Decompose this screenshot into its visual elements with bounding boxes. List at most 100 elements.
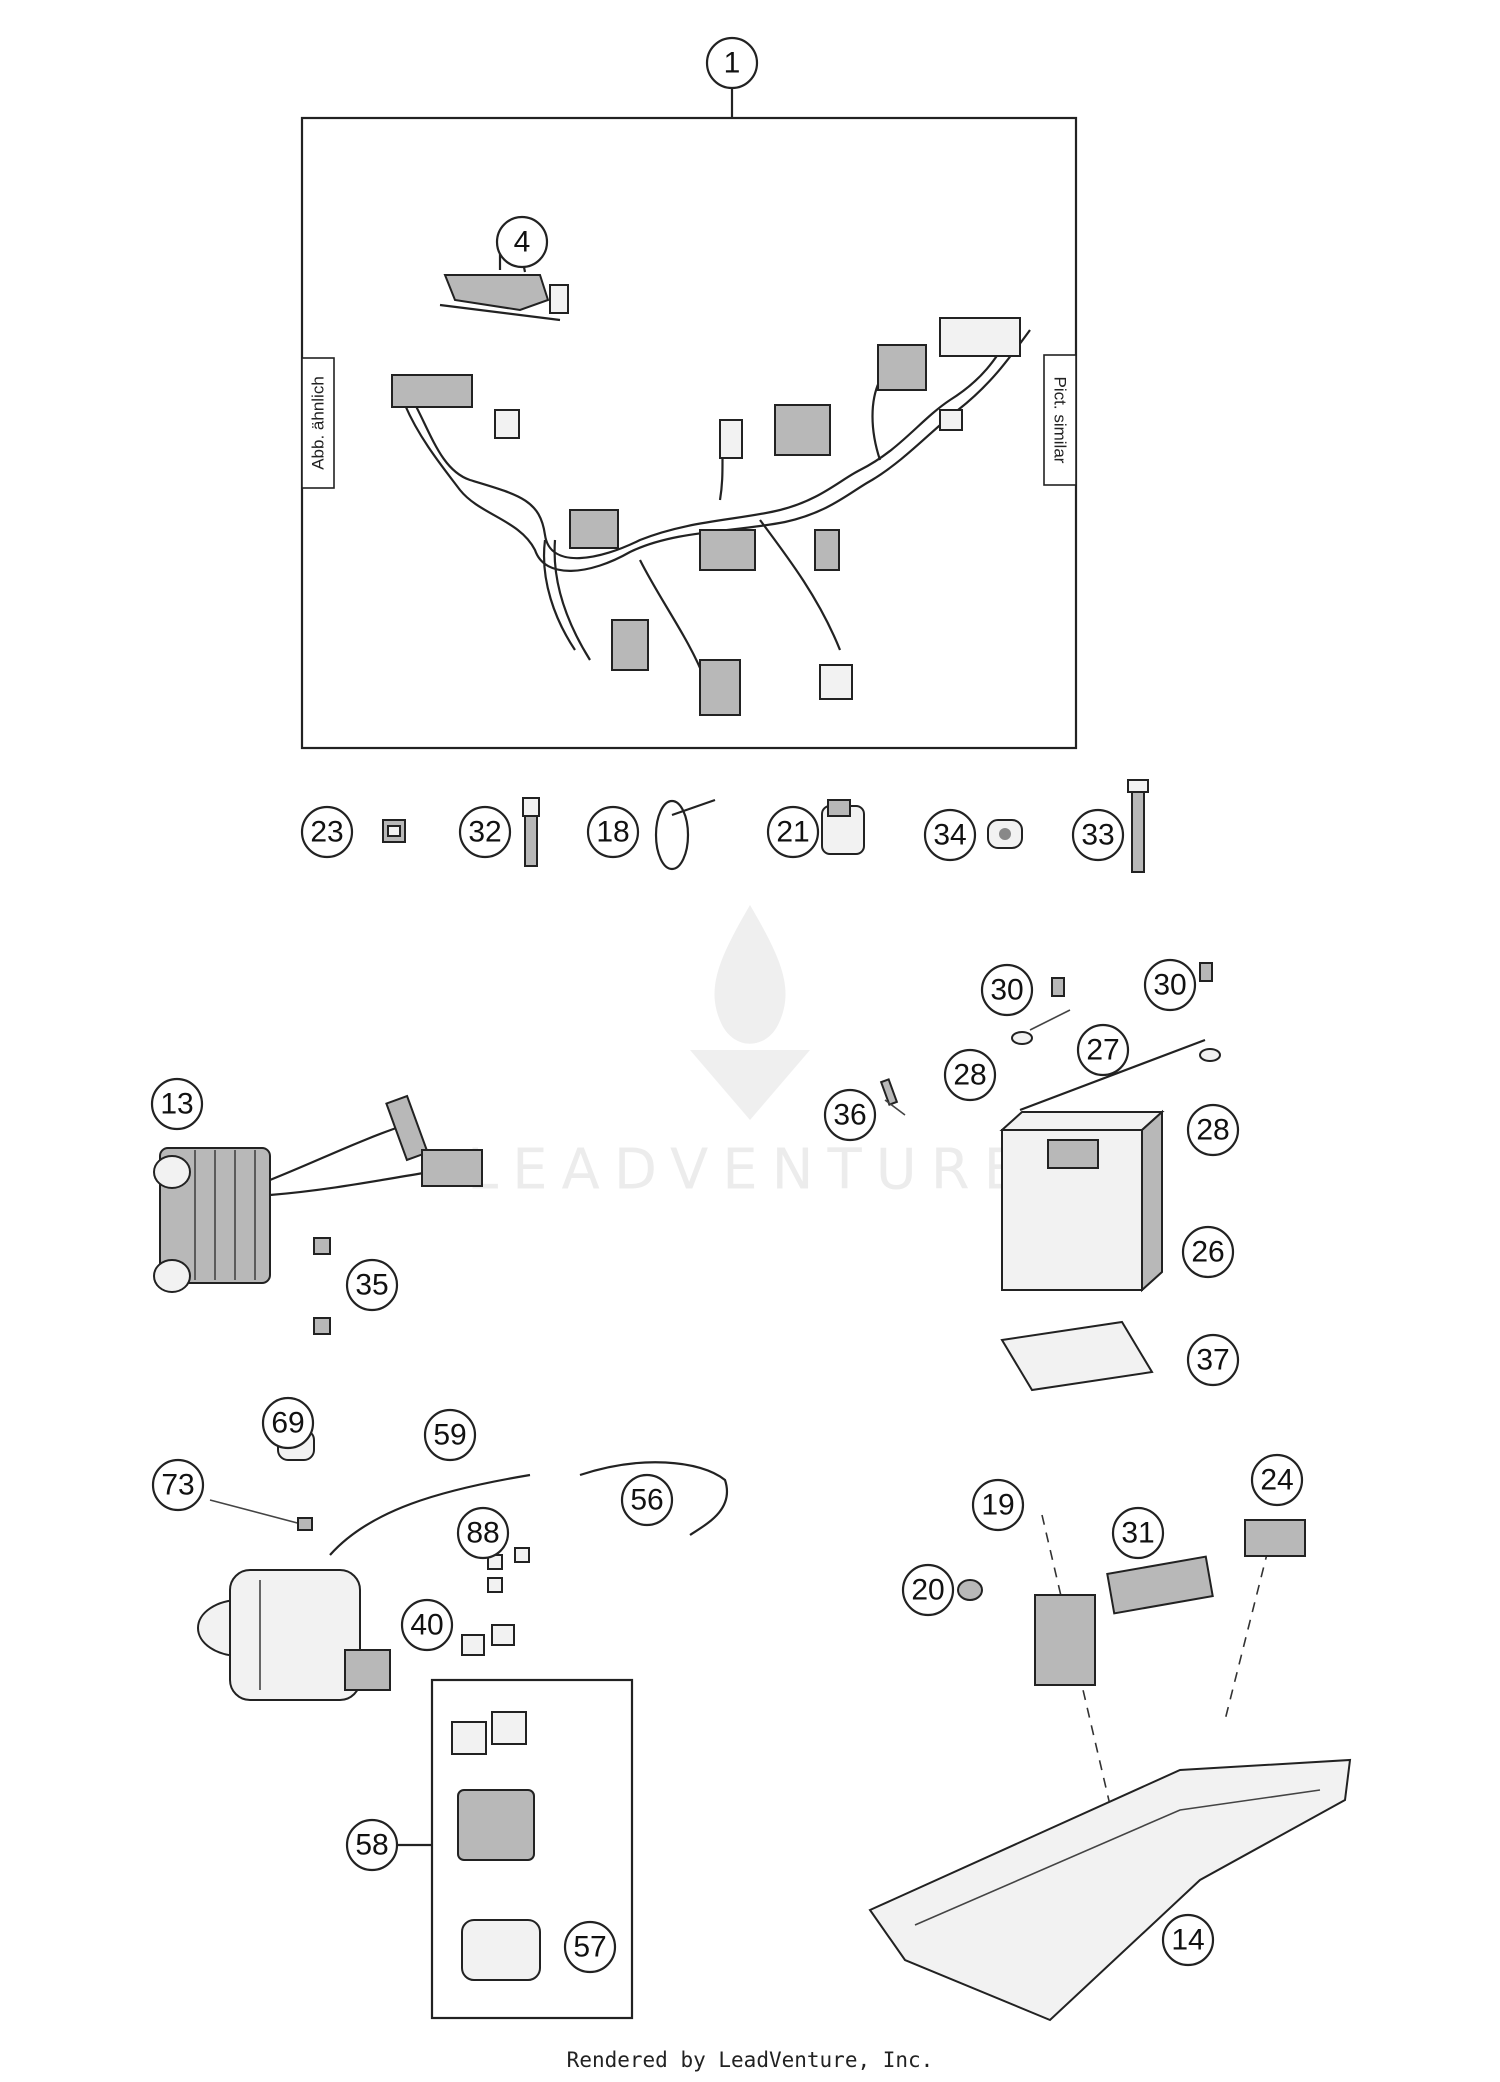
callout-31-label: 31: [1121, 1517, 1154, 1550]
cable-part-56: [579, 1461, 728, 1536]
wiring-harness-group: Abb. ähnlich Pict. similar: [300, 88, 1078, 750]
part-33-fuse: [1127, 779, 1149, 873]
callout-27[interactable]: 27: [1076, 1023, 1130, 1077]
callout-19[interactable]: 19: [971, 1478, 1025, 1532]
relay-frame: [430, 1678, 634, 2020]
battery-cable-part-27: [1019, 1038, 1206, 1112]
callout-69-label: 69: [271, 1407, 304, 1440]
callout-30-left-label: 30: [990, 974, 1023, 1007]
starter-relay-mount: [1034, 1594, 1096, 1686]
callout-57-label: 57: [573, 1931, 606, 1964]
callout-30-right-label: 30: [1153, 969, 1186, 1002]
callout-57[interactable]: 57: [563, 1920, 617, 1974]
callout-26-label: 26: [1191, 1236, 1224, 1269]
part-35-screws: [313, 1237, 331, 1335]
side-label-left-text: Abb. ähnlich: [309, 376, 328, 470]
callout-4[interactable]: 4: [495, 215, 549, 269]
callout-36[interactable]: 36: [823, 1088, 877, 1142]
watermark-text: LEADVENTURE: [467, 1138, 1033, 1203]
watermark: LEADVENTURE: [467, 905, 1033, 1203]
flame-logo-icon: [690, 905, 810, 1120]
callout-13[interactable]: 13: [150, 1077, 204, 1131]
callout-18-label: 18: [596, 816, 629, 849]
callout-88[interactable]: 88: [456, 1506, 510, 1560]
callout-56[interactable]: 56: [620, 1473, 674, 1527]
battery-group: [879, 962, 1221, 1392]
battery-pad-part-37: [1000, 1320, 1154, 1392]
callout-28-right-label: 28: [1196, 1114, 1229, 1147]
callout-73[interactable]: 73: [151, 1458, 205, 1512]
callout-69[interactable]: 69: [261, 1396, 315, 1450]
callout-58[interactable]: 58: [345, 1818, 399, 1872]
side-label-left: Abb. ähnlich: [301, 357, 335, 489]
main-harness: [391, 317, 1031, 716]
callout-35[interactable]: 35: [345, 1258, 399, 1312]
starter-motor: [197, 1569, 391, 1701]
battery-holder-group: [868, 1514, 1352, 2022]
callout-40-label: 40: [410, 1609, 443, 1642]
callout-28-left-label: 28: [953, 1059, 986, 1092]
callout-20-label: 20: [911, 1574, 944, 1607]
part-31-fuse-box: [1106, 1555, 1214, 1615]
starter-group: [197, 1429, 728, 2020]
callout-1[interactable]: 1: [705, 36, 759, 90]
battery-holder-part-14: [868, 1758, 1352, 2022]
callout-31[interactable]: 31: [1111, 1506, 1165, 1560]
callout-73-label: 73: [161, 1469, 194, 1502]
callout-20[interactable]: 20: [901, 1563, 955, 1617]
cable-part-59: [329, 1473, 531, 1556]
callout-88-label: 88: [466, 1517, 499, 1550]
callout-34[interactable]: 34: [923, 808, 977, 862]
small-parts-row: [382, 779, 1149, 873]
harness-frame: [300, 116, 1078, 750]
callout-28-right[interactable]: 28: [1186, 1103, 1240, 1157]
callout-23-label: 23: [310, 816, 343, 849]
callout-26[interactable]: 26: [1181, 1225, 1235, 1279]
callout-21[interactable]: 21: [766, 805, 820, 859]
side-label-right: Pict. similar: [1043, 354, 1077, 486]
footer-credit: Rendered by LeadVenture, Inc.: [566, 2048, 934, 2072]
callout-33[interactable]: 33: [1071, 808, 1125, 862]
callout-24[interactable]: 24: [1250, 1453, 1304, 1507]
callout-14-label: 14: [1171, 1924, 1204, 1957]
callout-59[interactable]: 59: [423, 1408, 477, 1462]
callout-36-label: 36: [833, 1099, 866, 1132]
callout-23[interactable]: 23: [300, 805, 354, 859]
callout-56-label: 56: [630, 1484, 663, 1517]
callout-32-label: 32: [468, 816, 501, 849]
callout-30-right[interactable]: 30: [1143, 958, 1197, 1012]
callout-28-left[interactable]: 28: [943, 1048, 997, 1102]
side-label-right-text: Pict. similar: [1051, 377, 1070, 464]
part-34-bushing: [987, 819, 1023, 849]
callout-13-label: 13: [160, 1088, 193, 1121]
callout-27-label: 27: [1086, 1034, 1119, 1067]
callout-33-label: 33: [1081, 819, 1114, 852]
callout-4-label: 4: [514, 226, 531, 259]
part-24-connector: [1244, 1519, 1306, 1557]
callout-40[interactable]: 40: [400, 1598, 454, 1652]
relay-cover-part-57: [461, 1919, 541, 1981]
part-32-terminal: [522, 797, 540, 867]
part-18-cable-tie: [654, 798, 716, 871]
callout-21-label: 21: [776, 816, 809, 849]
callout-30-left[interactable]: 30: [980, 963, 1034, 1017]
callout-14[interactable]: 14: [1161, 1913, 1215, 1967]
callout-59-label: 59: [433, 1419, 466, 1452]
callout-24-label: 24: [1260, 1464, 1293, 1497]
callout-37[interactable]: 37: [1186, 1333, 1240, 1387]
callout-1-label: 1: [724, 47, 741, 80]
callout-32[interactable]: 32: [458, 805, 512, 859]
callout-58-label: 58: [355, 1829, 388, 1862]
callout-35-label: 35: [355, 1269, 388, 1302]
part-21-cover: [821, 799, 865, 855]
battery-part-26: [999, 1109, 1165, 1293]
voltage-regulator-part-13: [153, 1094, 483, 1293]
callout-18[interactable]: 18: [586, 805, 640, 859]
callout-34-label: 34: [933, 819, 966, 852]
leader-lines: [884, 1009, 1071, 1116]
relay-body: [457, 1789, 535, 1861]
callout-19-label: 19: [981, 1489, 1014, 1522]
callout-37-label: 37: [1196, 1344, 1229, 1377]
part-23-clip: [382, 819, 406, 843]
